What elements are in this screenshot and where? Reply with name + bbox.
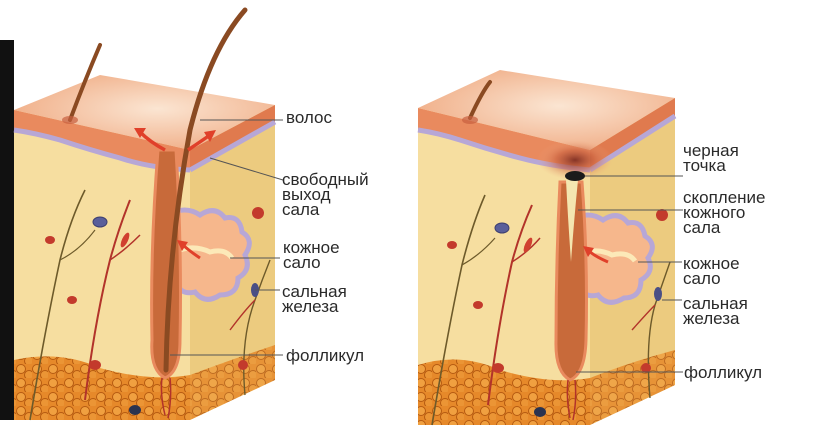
right-skin-block — [418, 70, 683, 425]
label-sebum-left: кожное сало — [283, 240, 340, 270]
label-sebum-right: кожное сало — [683, 256, 740, 286]
label-free-sebum-exit: свободный выход сала — [282, 172, 369, 217]
label-sebaceous-gland-right: сальная железа — [683, 296, 748, 326]
label-hair: волос — [286, 110, 332, 125]
label-follicle-right: фолликул — [684, 365, 762, 380]
label-follicle-left: фолликул — [286, 348, 364, 363]
blackhead — [565, 171, 585, 181]
left-skin-block — [14, 10, 283, 420]
label-sebaceous-gland-left: сальная железа — [282, 284, 347, 314]
label-sebum-accumulation: скопление кожного сала — [683, 190, 766, 235]
label-blackhead: черная точка — [683, 143, 739, 173]
